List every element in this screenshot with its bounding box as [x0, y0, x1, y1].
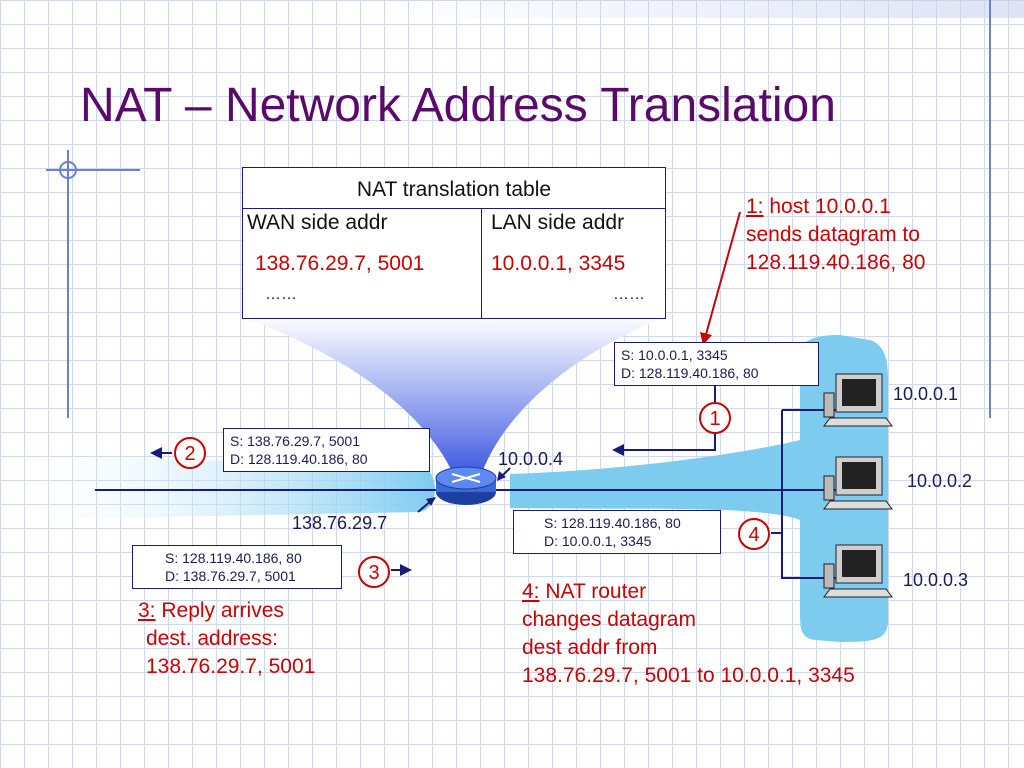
- router-lan-address: 10.0.0.4: [498, 449, 564, 469]
- lan-ellipsis: ……: [613, 286, 645, 303]
- packet-2-src: S: 138.76.29.7, 5001: [230, 433, 360, 449]
- step-2-badge: 2: [174, 437, 206, 469]
- table-divider-v: [481, 208, 482, 318]
- packet-1: S: 10.0.0.1, 3345 D: 128.119.40.186, 80: [614, 342, 819, 386]
- step3-arrow: [391, 564, 412, 576]
- note-3-line2: dest. address:: [146, 627, 278, 650]
- step-3-badge: 3: [358, 556, 390, 588]
- note-1: 1: host 10.0.0.1 sends datagram to 128.1…: [746, 193, 925, 277]
- top-band: [375, 0, 1024, 18]
- slide-decoration: [46, 0, 991, 418]
- packet-1-dst: D: 128.119.40.186, 80: [621, 365, 759, 381]
- note-1-line3: 128.119.40.186, 80: [746, 251, 926, 274]
- host-computer-3: [823, 544, 893, 598]
- step1-arrow: [612, 386, 716, 456]
- note-1-number: 1:: [746, 195, 764, 218]
- packet-4: S: 128.119.40.186, 80 D: 10.0.0.1, 3345: [513, 510, 721, 554]
- packet-3-dst: D: 138.76.29.7, 5001: [165, 568, 296, 584]
- host-2-address: 10.0.0.2: [907, 471, 973, 491]
- note-3-line3: 138.76.29.7, 5001: [146, 655, 316, 678]
- note-4: 4: NAT router changes datagram dest addr…: [522, 578, 855, 690]
- packet-2-dst: D: 128.119.40.186, 80: [230, 451, 368, 467]
- router-wan-address: 138.76.29.7: [292, 513, 388, 533]
- note-1-line1: host 10.0.0.1: [769, 195, 891, 218]
- wan-ellipsis: ……: [265, 286, 297, 303]
- packet-3: S: 128.119.40.186, 80 D: 138.76.29.7, 50…: [132, 545, 342, 589]
- wan-entry: 138.76.29.7, 5001: [255, 252, 425, 275]
- table-divider-h: [243, 208, 665, 209]
- lan-header: LAN side addr: [491, 211, 625, 234]
- packet-4-src: S: 128.119.40.186, 80: [544, 515, 681, 531]
- lan-entry: 10.0.0.1, 3345: [491, 252, 626, 275]
- step-4-badge: 4: [738, 518, 770, 550]
- note-3-number: 3:: [138, 599, 156, 622]
- note-4-line1: NAT router: [545, 580, 647, 603]
- note-3-line1: Reply arrives: [161, 599, 284, 622]
- note1-pointer: [700, 211, 741, 345]
- note-4-number: 4:: [522, 580, 540, 603]
- host-computer-2: [823, 456, 893, 510]
- step4-arrow: [771, 410, 783, 534]
- note-3: 3: Reply arrives dest. address: 138.76.2…: [138, 597, 315, 681]
- nat-router: [435, 466, 497, 505]
- step2-arrow: [150, 447, 172, 459]
- packet-3-src: S: 128.119.40.186, 80: [165, 550, 302, 566]
- host-computer-1: [823, 373, 893, 427]
- note-4-line4: 138.76.29.7, 5001 to 10.0.0.1, 3345: [522, 664, 855, 687]
- note-4-line3: dest addr from: [522, 636, 658, 659]
- wan-header: WAN side addr: [247, 211, 388, 234]
- host-3-address: 10.0.0.3: [903, 570, 969, 590]
- note-1-line2: sends datagram to: [746, 223, 920, 246]
- note-4-line2: changes datagram: [522, 608, 696, 631]
- host-1-address: 10.0.0.1: [893, 384, 959, 404]
- table-title: NAT translation table: [356, 178, 552, 201]
- packet-1-src: S: 10.0.0.1, 3345: [621, 347, 728, 363]
- slide-title: NAT – Network Address Translation: [80, 79, 836, 132]
- translation-funnel: [242, 317, 664, 478]
- nat-translation-table: NAT translation table WAN side addr LAN …: [242, 167, 666, 319]
- step-1-badge: 1: [699, 402, 731, 434]
- packet-4-dst: D: 10.0.0.1, 3345: [544, 533, 652, 549]
- packet-2: S: 138.76.29.7, 5001 D: 128.119.40.186, …: [223, 428, 430, 472]
- lan-cloud: [510, 335, 888, 642]
